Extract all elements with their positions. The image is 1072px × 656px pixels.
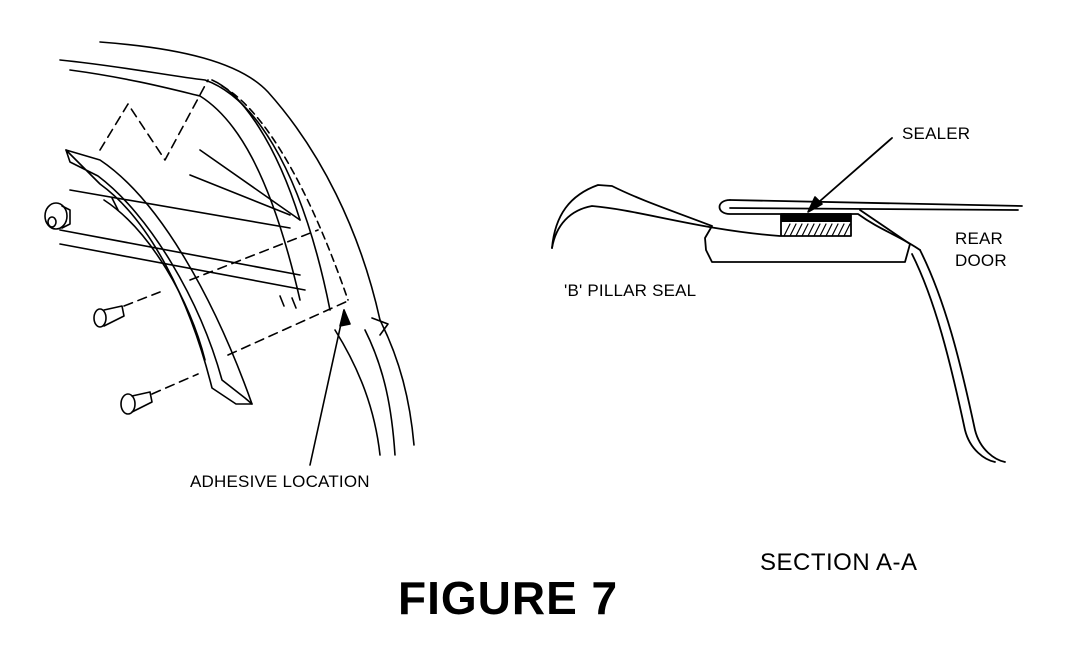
sealer-label: SEALER bbox=[902, 124, 971, 143]
inner-panel-drop-inner bbox=[911, 253, 996, 463]
door-edge-curve-1 bbox=[379, 319, 415, 446]
rear-door-label: REAR DOOR bbox=[955, 229, 1007, 270]
b-pillar-seal-profile bbox=[551, 184, 911, 263]
inner-panel-step bbox=[783, 213, 921, 251]
pillar-molding-outline bbox=[65, 149, 253, 405]
b-pillar-seal-lip bbox=[551, 205, 781, 249]
window-clips bbox=[279, 295, 297, 309]
screw-lower bbox=[120, 373, 199, 415]
frame-outer-curve bbox=[99, 41, 381, 321]
dashed-leader-top bbox=[99, 79, 209, 161]
window-line-4 bbox=[199, 149, 301, 221]
hem-flange bbox=[718, 199, 785, 215]
door-window-frame-illustration bbox=[44, 41, 415, 466]
inner-panel-drop-outer bbox=[919, 249, 1006, 463]
sealer-block-fill bbox=[781, 214, 851, 222]
door-edge-notch bbox=[371, 317, 389, 336]
screw-upper bbox=[93, 291, 161, 328]
pillar-molding-edge bbox=[65, 149, 253, 405]
sealer-arrowhead bbox=[807, 196, 823, 213]
window-line-5 bbox=[189, 174, 291, 216]
door-edge-curve-3 bbox=[334, 329, 381, 456]
sealer-leader-line bbox=[811, 137, 893, 209]
b-pillar-seal-label: 'B' PILLAR SEAL bbox=[564, 281, 697, 300]
molding-slot bbox=[111, 197, 119, 211]
door-outer-panel-bottom bbox=[729, 207, 1019, 211]
section-a-a-illustration bbox=[551, 137, 1023, 463]
window-line-1 bbox=[69, 189, 291, 229]
door-edge-curve-2 bbox=[364, 329, 396, 456]
adhesive-dashed-track bbox=[221, 85, 349, 301]
figure-title: FIGURE 7 bbox=[398, 572, 619, 624]
window-line-2 bbox=[59, 229, 301, 276]
adhesive-arrowhead bbox=[339, 309, 351, 327]
frame-inner-curve-3 bbox=[211, 79, 301, 221]
adhesive-leader-line bbox=[309, 309, 345, 466]
frame-inner-curve-1 bbox=[59, 59, 331, 311]
dashed-leader-bottom bbox=[227, 299, 351, 356]
dashed-leader-middle bbox=[189, 229, 319, 281]
window-line-3 bbox=[59, 243, 306, 291]
push-pin-fastener bbox=[44, 202, 71, 230]
frame-inner-curve-2 bbox=[69, 69, 301, 301]
pillar-molding-inner-line bbox=[103, 199, 206, 361]
door-outer-panel-top bbox=[729, 199, 1023, 207]
sealer-hatching bbox=[783, 223, 851, 237]
section-title: SECTION A-A bbox=[760, 549, 918, 576]
adhesive-location-label: ADHESIVE LOCATION bbox=[190, 472, 370, 491]
